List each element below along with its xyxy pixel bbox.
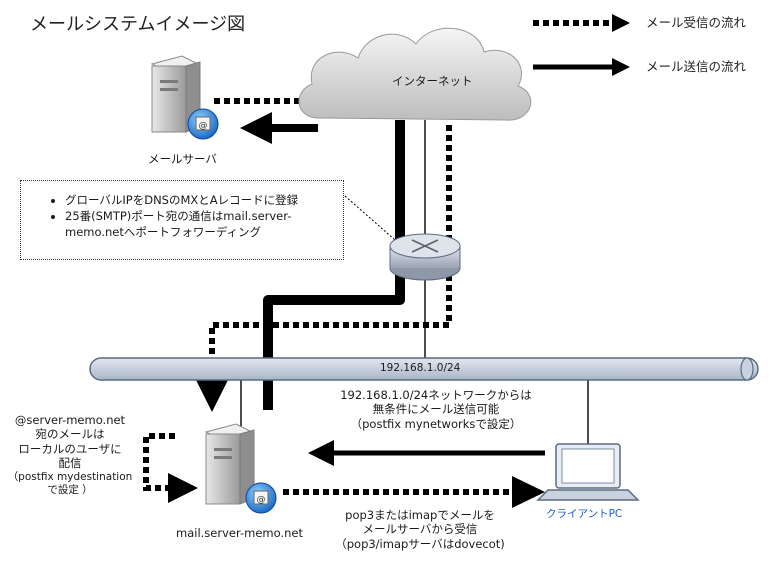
legend-dotted-arrow <box>533 14 630 32</box>
dns-note-box: グローバルIPをDNSのMXとAレコードに登録 25番(SMTP)ポート宛の通信… <box>20 180 344 260</box>
legend-receive-label: メール受信の流れ <box>646 15 747 30</box>
lan-note-line: 192.168.1.0/24ネットワークからは <box>340 388 532 402</box>
local-note-line: （postfix mydestination <box>7 470 133 483</box>
pop-note: pop3またはimapでメールを メールサーバから受信 （pop3/imapサー… <box>310 508 530 551</box>
local-note-line: で設定 ） <box>47 483 93 496</box>
pop-note-line: メールサーバから受信 <box>362 522 478 537</box>
local-note-line: @server-memo.net <box>14 413 126 427</box>
note-item: 25番(SMTP)ポート宛の通信はmail.server-memo.netへポー… <box>65 209 327 241</box>
legend-send-label: メール送信の流れ <box>646 59 747 74</box>
pop-note-line: （pop3/imapサーバはdovecot) <box>335 536 505 551</box>
lan-label: 192.168.1.0/24 <box>380 362 461 374</box>
svg-text:@: @ <box>199 121 208 131</box>
local-delivery-loop <box>143 433 175 491</box>
svg-text:@: @ <box>257 495 266 505</box>
lan-note-line: （postfix mynetworksで設定） <box>350 416 522 431</box>
pop-note-line: pop3またはimapでメールを <box>345 508 495 522</box>
note-item: グローバルIPをDNSのMXとAレコードに登録 <box>65 193 343 209</box>
local-delivery-arrow <box>168 473 198 503</box>
client-laptop-icon <box>536 443 640 501</box>
client-label: クライアントPC <box>546 508 623 520</box>
receive-path-inbound <box>209 125 452 380</box>
local-note-line: 配信 <box>58 456 82 471</box>
lan-segment <box>89 357 759 381</box>
router-icon <box>389 233 461 281</box>
local-note-line: ローカルのユーザに <box>18 441 122 456</box>
local-note-line: 宛のメールは <box>35 427 105 442</box>
lan-note-line: 無条件にメール送信可能 <box>372 402 500 417</box>
diagram-title: メールシステムイメージ図 <box>30 14 246 35</box>
receive-arrow-into-server <box>196 380 228 412</box>
receive-arrow-server-to-client <box>283 476 545 508</box>
send-arrow-client-to-server <box>308 440 545 466</box>
cloud-label: インターネット <box>392 74 473 88</box>
mail-server-label: メールサーバ <box>148 152 217 166</box>
mail-server-icon: @ <box>150 55 219 140</box>
legend-solid-arrow <box>533 58 630 76</box>
internet-cloud <box>298 27 532 121</box>
local-delivery-note: @server-memo.net 宛のメールは ローカルのユーザに 配信 （po… <box>0 413 140 497</box>
lan-note: 192.168.1.0/24ネットワークからは 無条件にメール送信可能 （pos… <box>318 388 554 431</box>
internal-server-label: mail.server-memo.net <box>176 526 303 540</box>
send-arrow-to-mail-server <box>240 112 318 144</box>
send-path-outbound <box>263 120 405 410</box>
internal-mail-server-icon: @ <box>204 423 277 514</box>
